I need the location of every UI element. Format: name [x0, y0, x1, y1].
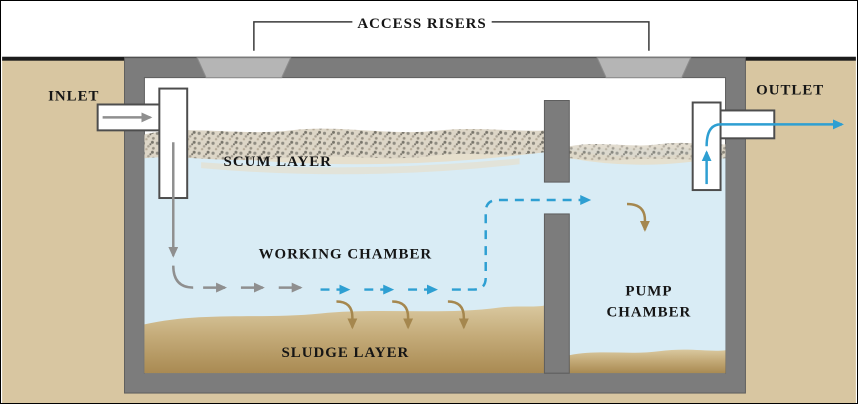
divider-wall-lower: [543, 213, 570, 374]
access-riser-left: [196, 57, 292, 79]
sky-background: [2, 1, 856, 58]
pump-chamber-label-line1: PUMP: [625, 284, 672, 300]
inlet-label: INLET: [48, 89, 99, 105]
sludge-working-chamber: [144, 305, 545, 374]
access-riser-right: [596, 57, 692, 79]
access-risers-label: ACCESS RISERS: [357, 16, 486, 32]
scum-gravel-working: [144, 128, 545, 161]
settling-arrow-pump: [626, 202, 650, 232]
riser-callout-line-left: [253, 21, 353, 51]
outlet-label: OUTLET: [756, 83, 824, 99]
settling-arrow-3: [447, 300, 469, 330]
scum-gravel-pump: [569, 142, 726, 161]
working-chamber-label: WORKING CHAMBER: [259, 247, 433, 263]
inlet-elbow-curve: [172, 265, 194, 289]
riser-callout-line-right: [491, 21, 650, 51]
sludge-layer-label: SLUDGE LAYER: [282, 345, 410, 361]
scum-wisp-lower: [201, 158, 520, 175]
settling-arrow-2: [392, 300, 414, 330]
scum-layer-label: SCUM LAYER: [224, 154, 332, 170]
sludge-pump-chamber: [569, 349, 726, 374]
divider-wall-upper: [543, 100, 570, 183]
outlet-exit-arrow: [705, 119, 844, 147]
pump-chamber-label-line2: CHAMBER: [606, 304, 691, 320]
settling-arrow-1: [336, 300, 358, 330]
